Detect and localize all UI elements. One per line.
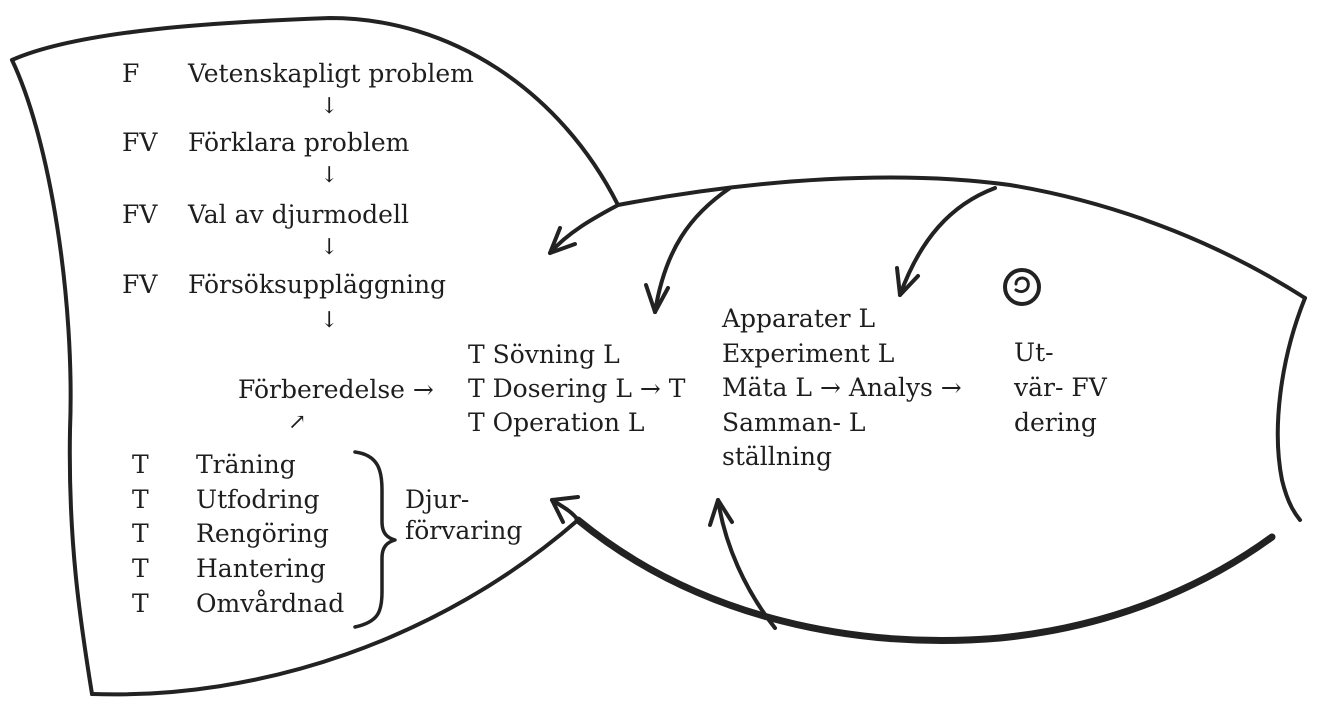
lab-item: Samman- L xyxy=(722,408,866,437)
procedure-item: T Sövning L xyxy=(468,340,620,369)
care-code: T xyxy=(132,554,149,583)
brace-icon xyxy=(353,450,397,629)
care-label: Rengöring xyxy=(196,519,329,548)
care-group-label-line1: Djur- xyxy=(405,485,470,514)
body-top-edge xyxy=(616,175,1307,300)
lab-item: Mäta L → Analys → xyxy=(722,373,962,402)
lab-item: Experiment L xyxy=(722,339,895,368)
evaluation-line: Ut- xyxy=(1014,338,1054,367)
eye-icon xyxy=(1003,268,1041,306)
body-tail-end xyxy=(1275,296,1307,522)
down-arrow-icon: ↓ xyxy=(320,235,339,260)
procedure-item: T Operation L xyxy=(468,408,645,437)
step-label: Förklara problem xyxy=(188,128,410,157)
lab-item: ställning xyxy=(722,442,832,471)
tail-left-edge xyxy=(10,58,94,696)
care-code: T xyxy=(132,589,149,618)
procedure-item: T Dosering L → T xyxy=(468,374,686,403)
care-code: T xyxy=(132,519,149,548)
care-label: Utfodring xyxy=(196,485,320,514)
step-code: FV xyxy=(122,270,158,299)
care-code: T xyxy=(132,485,149,514)
care-group-label-line2: förvaring xyxy=(405,516,523,545)
care-label: Träning xyxy=(196,450,296,479)
step-label: Val av djurmodell xyxy=(188,200,409,229)
lab-item: Apparater L xyxy=(722,304,876,333)
care-code: T xyxy=(132,450,149,479)
step-label: Försöksuppläggning xyxy=(188,270,447,299)
step-code: FV xyxy=(122,128,158,157)
arrow-bottom-up-right xyxy=(716,498,777,630)
body-bottom-edge xyxy=(574,516,1276,644)
evaluation-line: dering xyxy=(1014,408,1097,437)
step-label: Vetenskapligt problem xyxy=(188,59,474,88)
preparation-label: Förberedelse → xyxy=(238,375,434,404)
arrow-tail-to-body xyxy=(548,203,620,255)
arrow-body-to-procedures xyxy=(653,186,732,314)
arrow-body-to-lab xyxy=(898,186,997,297)
down-arrow-icon: ↓ xyxy=(320,308,339,333)
care-label: Omvårdnad xyxy=(196,589,345,618)
tail-top-edge xyxy=(10,16,620,207)
step-code: FV xyxy=(122,200,158,229)
evaluation-line: vär- FV xyxy=(1014,373,1107,402)
care-label: Hantering xyxy=(196,554,326,583)
down-arrow-icon: ↓ xyxy=(320,94,339,119)
step-code: F xyxy=(122,59,140,88)
down-arrow-icon: ↓ xyxy=(320,163,339,188)
tail-bottom-edge xyxy=(90,518,580,697)
diagonal-arrow-icon: ↗ xyxy=(288,410,307,435)
